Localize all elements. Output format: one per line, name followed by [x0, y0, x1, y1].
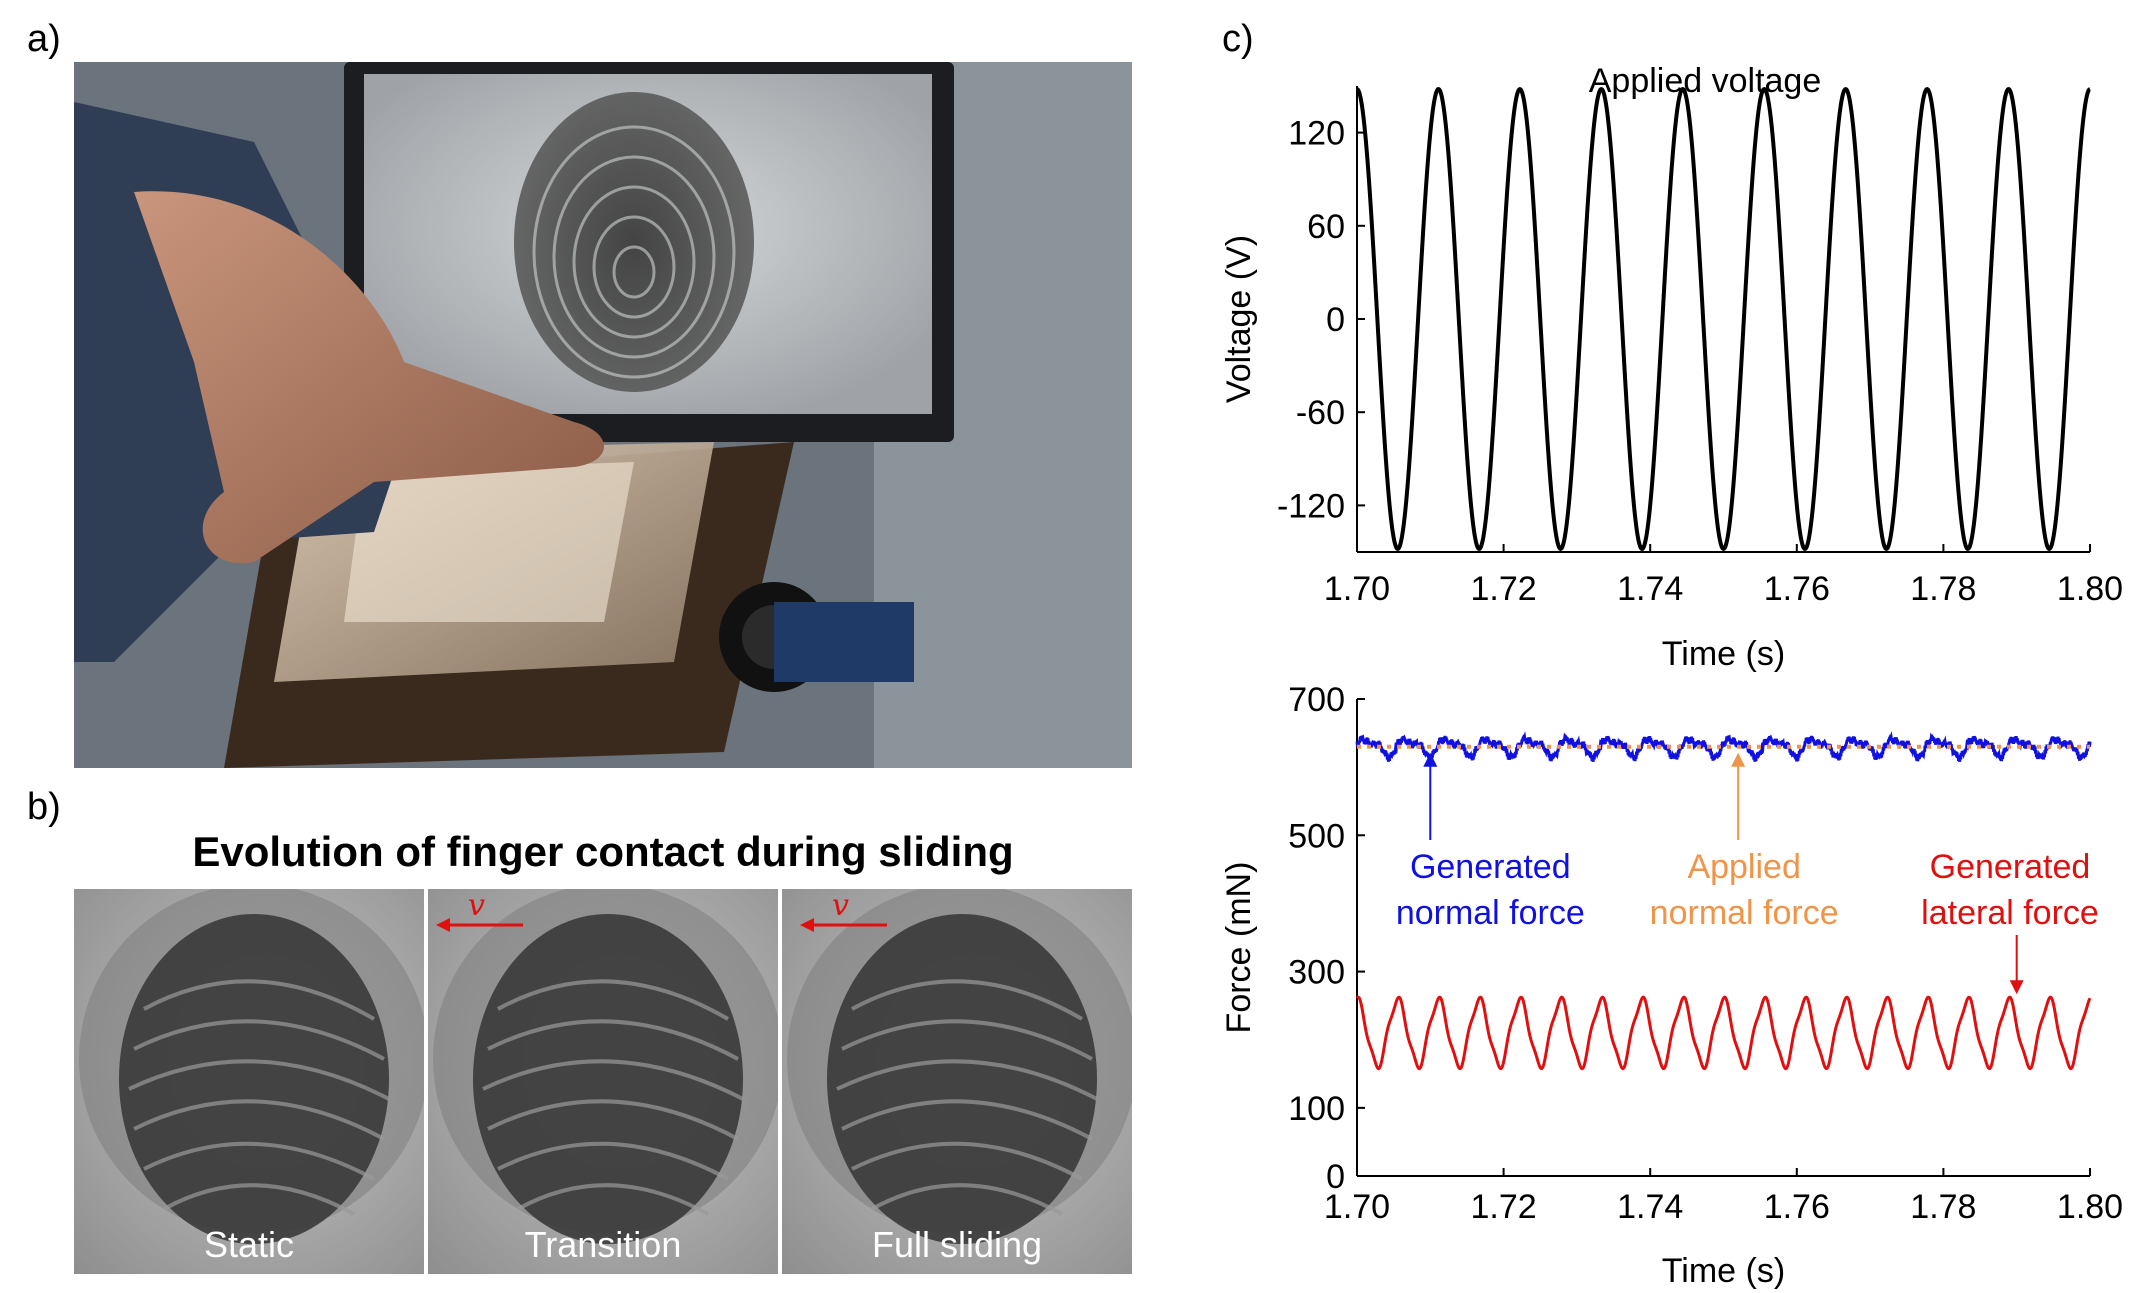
normal-force-series-line: [1355, 731, 2092, 762]
x-tick-label: 1.78: [1910, 570, 1976, 608]
panel-c-label: c): [1222, 18, 1254, 60]
x-tick-label: 1.80: [2057, 1188, 2123, 1226]
applied-normal-force-label-line1: Applied: [1687, 848, 1800, 886]
panel-b-title: Evolution of finger contact during slidi…: [192, 828, 1014, 875]
x-tick-label: 1.74: [1617, 1188, 1683, 1226]
applied-normal-force-label-line2: normal force: [1650, 894, 1839, 932]
velocity-arrow-icon: [800, 918, 887, 932]
x-axis-label: Time (s): [1662, 635, 1785, 673]
x-tick-label: 1.70: [1324, 570, 1390, 608]
x-tick-label: 1.76: [1764, 1188, 1830, 1226]
y-tick-label: 60: [1307, 208, 1345, 246]
generated-lateral-force-arrowhead: [2009, 980, 2024, 995]
frame-full-sliding: v Full sliding: [782, 889, 1132, 1274]
y-axis-label: Voltage (V): [1220, 235, 1258, 403]
generated-normal-force-label-line2: normal force: [1396, 894, 1585, 932]
generated-lateral-force-label-line1: Generated: [1930, 848, 2091, 886]
applied-normal-force-arrowhead: [1731, 752, 1746, 767]
voltage-series-line: [1356, 86, 2091, 552]
y-tick-label: -60: [1296, 394, 1345, 432]
lateral-force-series-line: [1355, 995, 2092, 1071]
x-tick-label: 1.72: [1471, 1188, 1537, 1226]
x-axis-label: Time (s): [1662, 1252, 1785, 1290]
y-tick-label: 700: [1288, 681, 1345, 719]
y-axis-label: Force (mN): [1220, 862, 1258, 1034]
contact-image-strip: Static v Transition: [74, 889, 1132, 1274]
x-tick-label: 1.74: [1617, 570, 1683, 608]
panel-a-label: a): [27, 18, 61, 60]
x-tick-label: 1.70: [1324, 1188, 1390, 1226]
x-tick-label: 1.80: [2057, 570, 2123, 608]
velocity-symbol: v: [832, 889, 849, 923]
generated-lateral-force-label-line2: lateral force: [1921, 894, 2099, 932]
y-tick-label: 0: [1326, 301, 1345, 339]
velocity-symbol: v: [468, 889, 485, 923]
y-tick-label: 300: [1288, 954, 1345, 992]
experimental-setup-photo: [74, 62, 1132, 768]
y-tick-label: 120: [1288, 115, 1345, 153]
frame-static: Static: [74, 889, 424, 1274]
frame-caption-static: Static: [203, 1224, 295, 1265]
velocity-arrow-icon: [436, 918, 523, 932]
x-tick-label: 1.76: [1764, 570, 1830, 608]
x-tick-label: 1.72: [1471, 570, 1537, 608]
generated-normal-force-arrowhead: [1423, 752, 1438, 767]
x-tick-label: 1.78: [1910, 1188, 1976, 1226]
generated-normal-force-label-line1: Generated: [1410, 848, 1571, 886]
frame-transition: v Transition: [428, 889, 778, 1274]
chart-title: Applied voltage: [1589, 62, 1822, 100]
y-tick-label: -120: [1277, 487, 1345, 525]
y-tick-label: 0: [1326, 1158, 1345, 1196]
frame-caption-transition: Transition: [524, 1224, 682, 1265]
panel-b-label: b): [27, 786, 61, 828]
fingerprint-icon: [514, 92, 754, 392]
y-tick-label: 100: [1288, 1090, 1345, 1128]
frame-caption-full-sliding: Full sliding: [871, 1224, 1043, 1265]
y-tick-label: 500: [1288, 817, 1345, 855]
